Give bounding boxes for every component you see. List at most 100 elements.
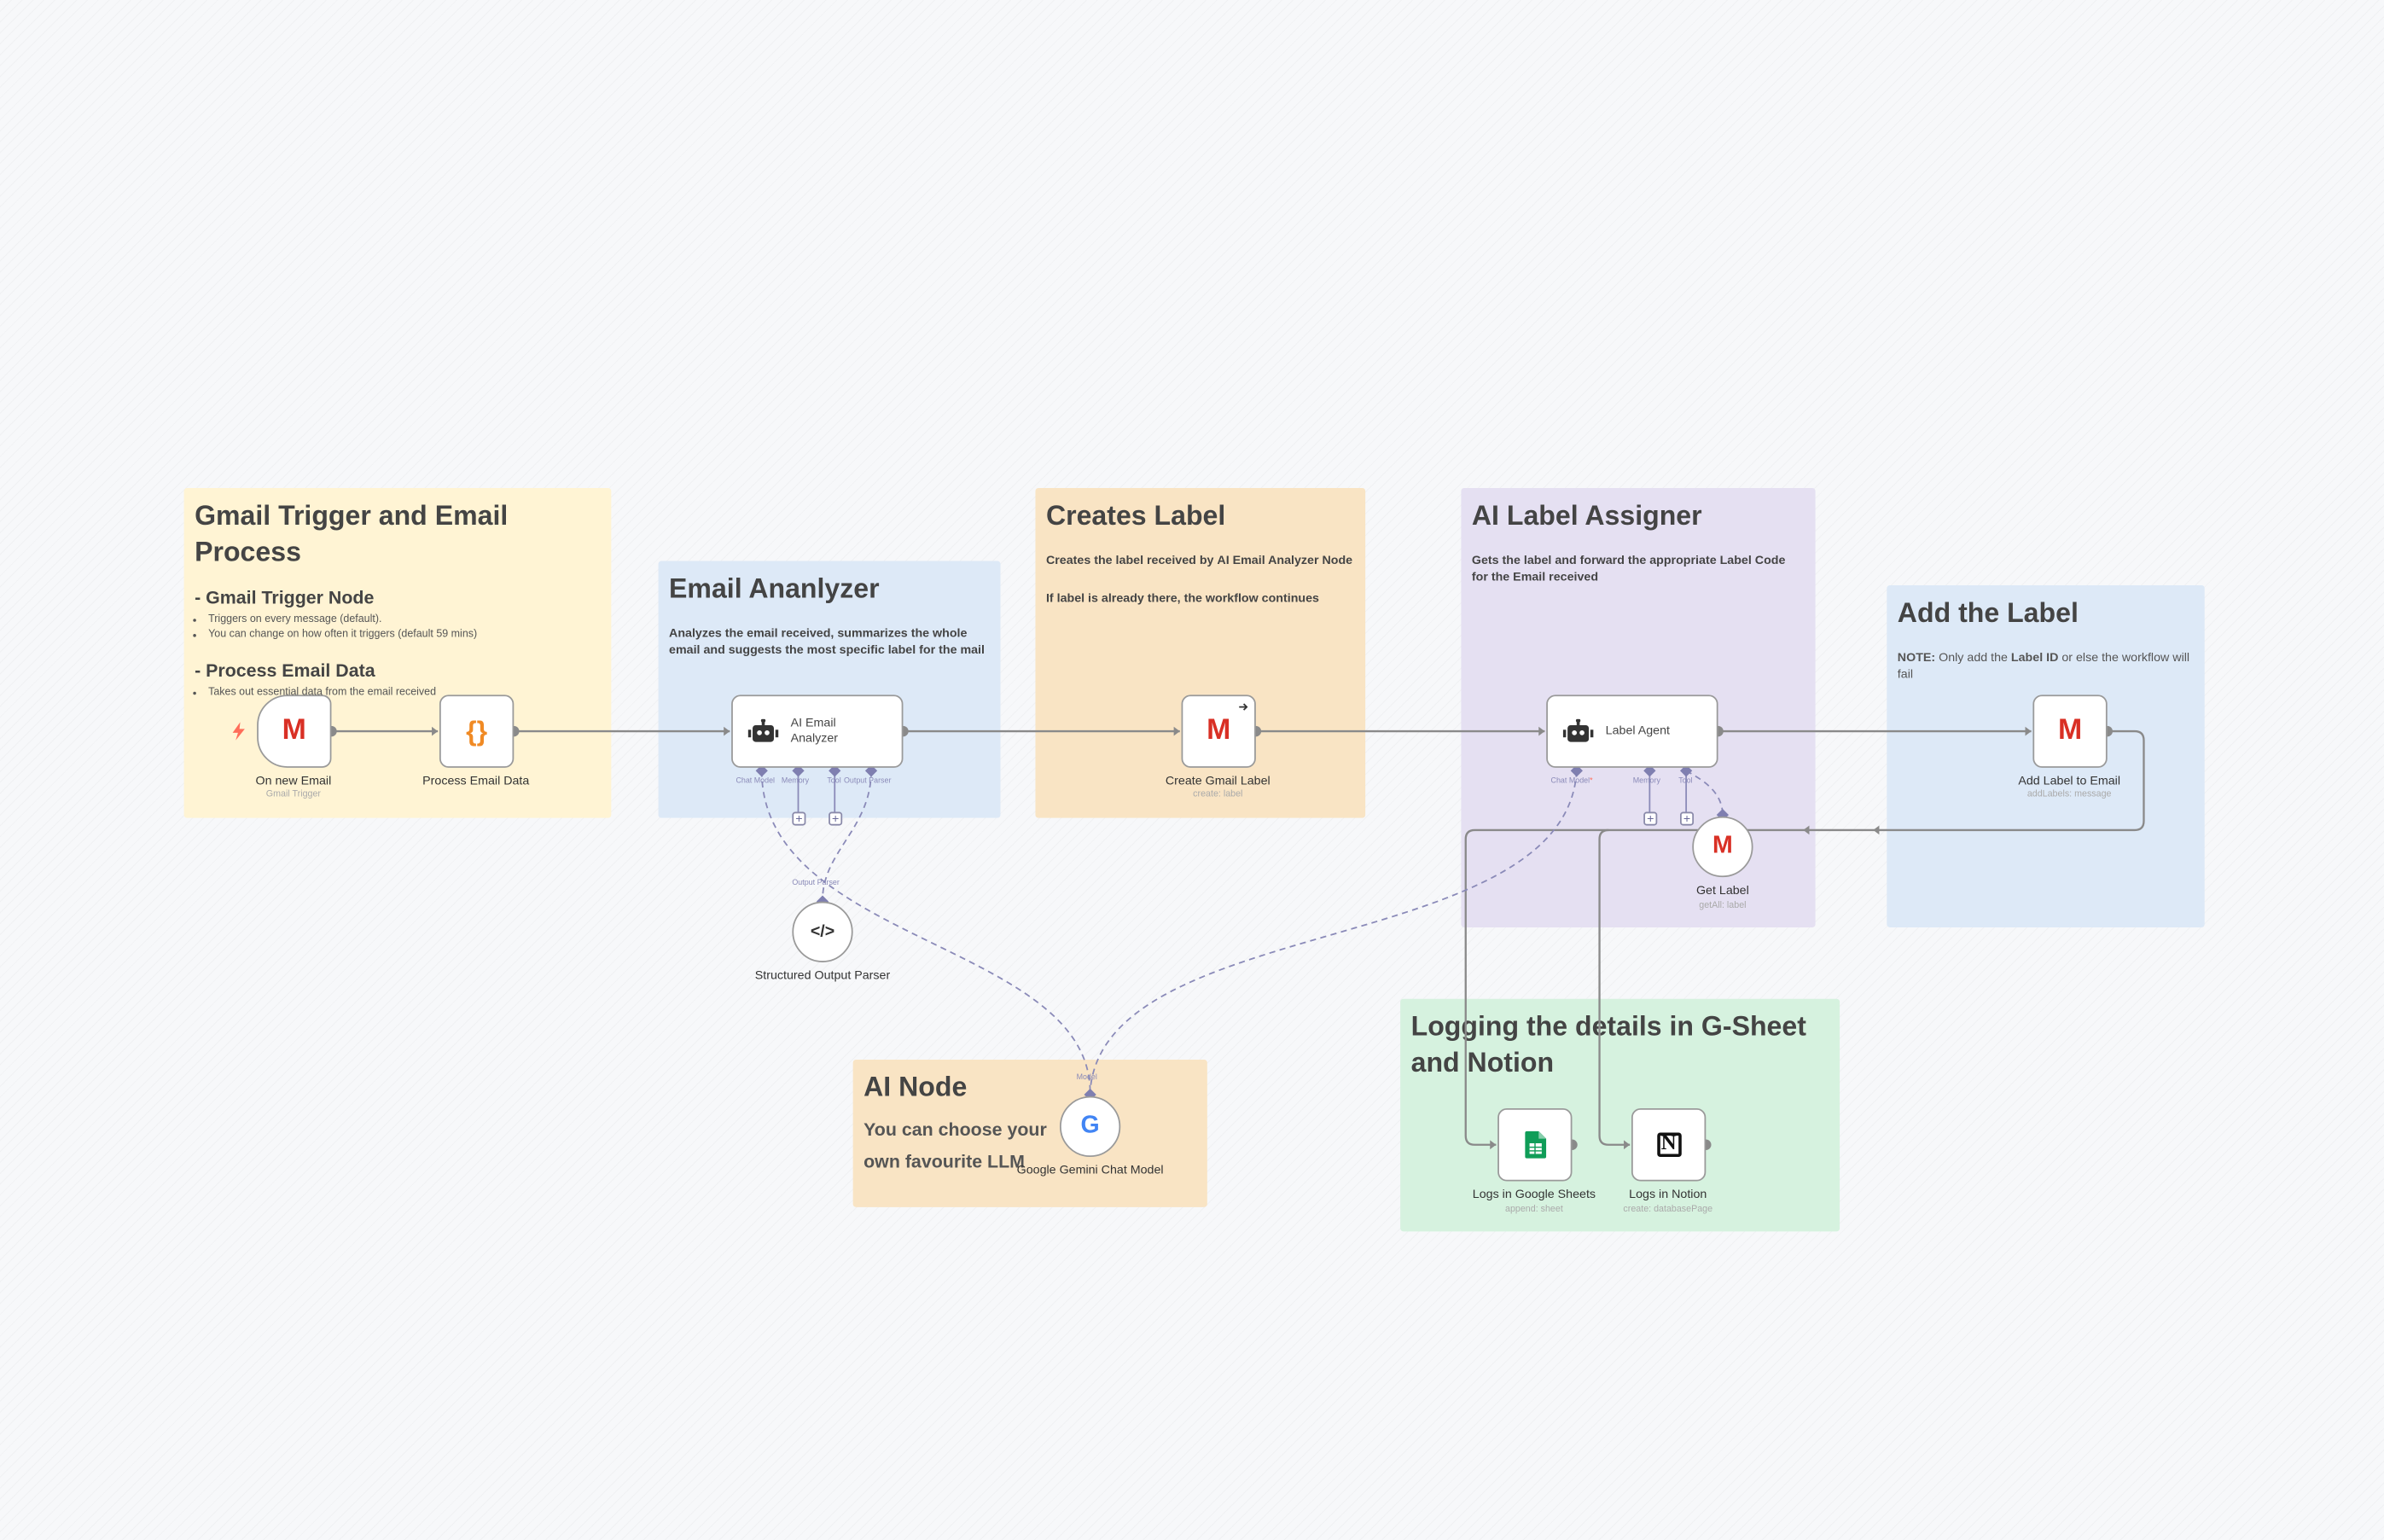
sticky-title: Add the Label [1897, 597, 2079, 628]
node-title: AI Email Analyzer [790, 716, 839, 746]
node-label: Process Email Data [422, 773, 530, 788]
sticky-bullet: You can change on how often it triggers … [208, 629, 601, 645]
sticky-email-analyzer[interactable]: Email Ananlyzer Analyzes the email recei… [658, 561, 1001, 818]
input-arrow [432, 726, 439, 736]
port-label: Output Parser [843, 776, 892, 787]
sticky-text: You can choose your own favourite LLM [863, 1119, 1047, 1172]
sticky-note-bold: Label ID [2010, 651, 2059, 665]
robot-icon [1562, 718, 1594, 742]
node-subtitle: Gmail Trigger [265, 790, 321, 800]
input-arrow [1490, 1140, 1497, 1150]
port-label: Chat Model* [1551, 777, 1593, 787]
node-label-agent[interactable]: Label Agent [1546, 694, 1718, 768]
input-arrow [1624, 1140, 1631, 1150]
sticky-ai-node[interactable]: AI Node You can choose your own favourit… [852, 1059, 1207, 1207]
port-label: Tool [827, 776, 841, 787]
gmail-icon: M [282, 714, 306, 747]
ai-connection-wire[interactable] [760, 770, 1091, 1092]
node-logs-google-sheets[interactable] [1497, 1108, 1573, 1182]
gmail-icon: M [1712, 833, 1733, 859]
ai-port-diamond[interactable] [829, 764, 841, 777]
sticky-text: Creates the label received by AI Email A… [1046, 552, 1355, 569]
node-add-label-to-email[interactable]: M [2032, 694, 2108, 768]
ai-connection-wire[interactable] [1685, 770, 1724, 816]
sticky-list: Triggers on every message (default). You… [195, 612, 601, 645]
node-create-gmail-label[interactable]: M [1181, 694, 1256, 768]
gmail-icon: M [2057, 714, 2083, 747]
code-tag-icon: </> [810, 922, 835, 941]
port-label: Model [1076, 1073, 1097, 1083]
node-title: Label Agent [1605, 724, 1670, 738]
node-label: Google Gemini Chat Model [1016, 1163, 1164, 1177]
add-tool-button[interactable]: + [1679, 811, 1695, 826]
sticky-bullet: Takes out essential data from the email … [208, 686, 601, 702]
sticky-text-part: Only add the [1935, 651, 2011, 665]
port-label: Chat Model [736, 776, 776, 787]
sticky-text-bold: AI Email Analyzer Node [1217, 554, 1353, 568]
sticky-text-part: or else the workflow will fail [1897, 651, 2190, 683]
sticky-heading: - Process Email Data [195, 660, 375, 682]
port-label-text: Chat Model [1550, 776, 1590, 787]
node-subtitle: create: databasePage [1623, 1206, 1713, 1215]
sticky-note-bold: NOTE: [1897, 651, 1936, 665]
connection-wire[interactable] [1598, 828, 1631, 1146]
port-label: Memory [781, 776, 810, 787]
node-label: On new Email [255, 773, 332, 788]
sticky-text: Analyzes the email received, summarizes … [669, 626, 986, 658]
trigger-bolt-icon [232, 722, 245, 741]
sticky-text: Gets the label and forward the appropria… [1471, 554, 1786, 585]
port-label: Memory [1632, 776, 1660, 787]
required-asterisk: * [1590, 776, 1593, 787]
ai-port-diamond[interactable] [864, 764, 878, 777]
sticky-logging[interactable]: Logging the details in G-Sheet and Notio… [1400, 998, 1840, 1232]
input-arrow [2025, 726, 2032, 736]
notion-icon: N [1656, 1132, 1681, 1158]
sticky-gmail-trigger[interactable]: Gmail Trigger and Email Process - Gmail … [183, 487, 612, 818]
node-google-gemini-chat-model[interactable]: G [1059, 1095, 1121, 1158]
ai-port-diamond[interactable] [1679, 764, 1693, 777]
sticky-title: Gmail Trigger and Email Process [195, 500, 509, 568]
node-logs-notion[interactable]: N [1631, 1108, 1707, 1182]
node-ai-email-analyzer[interactable]: AI Email Analyzer [731, 694, 904, 768]
sticky-title: AI Label Assigner [1471, 500, 1702, 531]
code-braces-icon: {} [466, 715, 488, 747]
node-subtitle: create: label [1193, 790, 1243, 800]
port-label: Output Parser [792, 878, 840, 888]
node-process-email-data[interactable]: {} [439, 694, 515, 768]
gmail-icon: M [1207, 714, 1231, 747]
node-subtitle: addLabels: message [2026, 790, 2112, 800]
sticky-title: Email Ananlyzer [669, 572, 880, 604]
flow-arrow [1873, 825, 1880, 835]
add-tool-button[interactable]: + [829, 811, 843, 826]
node-subtitle: getAll: label [1699, 901, 1747, 911]
action-arrow-icon [1239, 703, 1248, 711]
google-icon: G [1080, 1113, 1100, 1139]
node-label: Add Label to Email [2018, 773, 2120, 788]
node-label: Structured Output Parser [754, 968, 891, 983]
ai-port-diamond[interactable] [1570, 764, 1583, 777]
ai-port-diamond[interactable] [755, 764, 768, 777]
node-label: Logs in Notion [1629, 1187, 1707, 1201]
robot-icon [747, 718, 779, 742]
ai-port-diamond[interactable] [1643, 764, 1656, 777]
sticky-title: Logging the details in G-Sheet and Notio… [1410, 1010, 1806, 1078]
sticky-title: Creates Label [1045, 500, 1226, 531]
node-label: Create Gmail Label [1165, 773, 1270, 788]
sticky-text-part: Creates the label received by [1045, 554, 1218, 568]
input-arrow [724, 726, 730, 736]
ai-port-diamond[interactable] [792, 764, 805, 777]
node-label: Logs in Google Sheets [1472, 1187, 1596, 1201]
node-on-new-email[interactable]: M [257, 694, 332, 768]
ai-connection-wire[interactable] [1089, 770, 1578, 1092]
add-memory-button[interactable]: + [1643, 811, 1658, 826]
sticky-text: NOTE: Only add the Label ID or else the … [1898, 649, 2194, 683]
input-arrow [1173, 726, 1180, 736]
node-structured-output-parser[interactable]: </> [792, 901, 853, 962]
add-memory-button[interactable]: + [792, 811, 806, 826]
sticky-list: Takes out essential data from the email … [195, 686, 601, 702]
sticky-title: AI Node [863, 1072, 968, 1102]
flow-arrow [1803, 825, 1810, 835]
node-get-label[interactable]: M [1692, 816, 1753, 878]
